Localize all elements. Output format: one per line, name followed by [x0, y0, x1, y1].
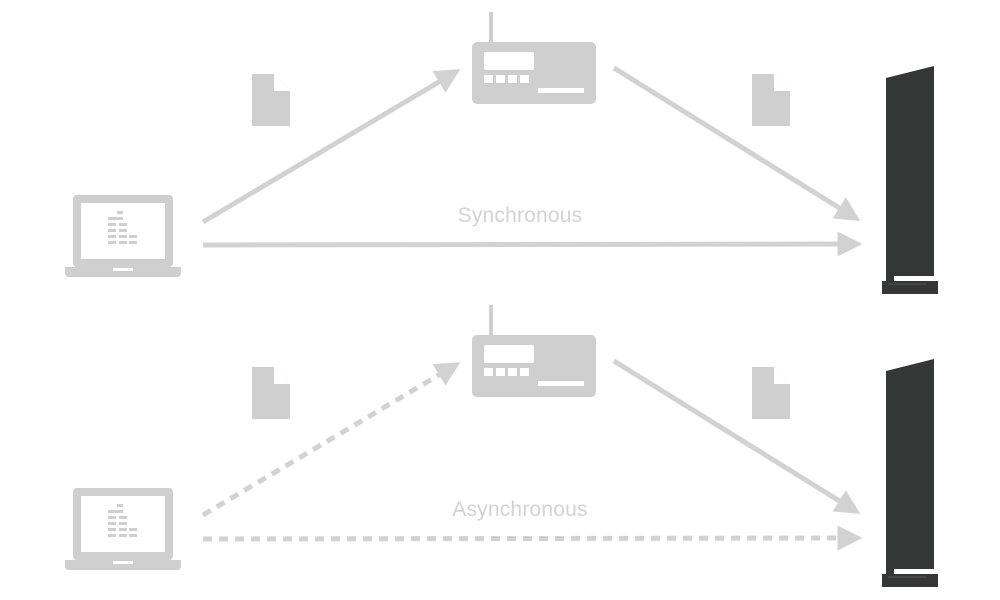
async-panel: [65, 305, 939, 588]
arrow-router-to-server: [612, 65, 861, 221]
arrow-sender-to-router: [201, 69, 461, 225]
router-icon: [472, 12, 596, 104]
synchronous-label: Synchronous: [457, 204, 583, 227]
router-icon: [472, 305, 596, 397]
document-icon: [252, 74, 290, 126]
document-icon: [752, 367, 790, 419]
dashed-arrow-sender-to-router: [201, 362, 461, 518]
asynchronous-label: Asynchronous: [452, 498, 588, 521]
sender-laptop-icon: [65, 195, 181, 277]
server-tower-icon: [881, 65, 939, 295]
document-icon: [752, 74, 790, 126]
server-tower-icon: [881, 358, 939, 588]
sender-laptop-icon: [65, 488, 181, 570]
arrow-sender-to-server: [202, 231, 863, 257]
dashed-arrow-sender-to-server: [202, 525, 863, 551]
arrow-router-to-server: [612, 358, 861, 514]
document-icon: [252, 367, 290, 419]
sync-panel: [65, 12, 939, 295]
